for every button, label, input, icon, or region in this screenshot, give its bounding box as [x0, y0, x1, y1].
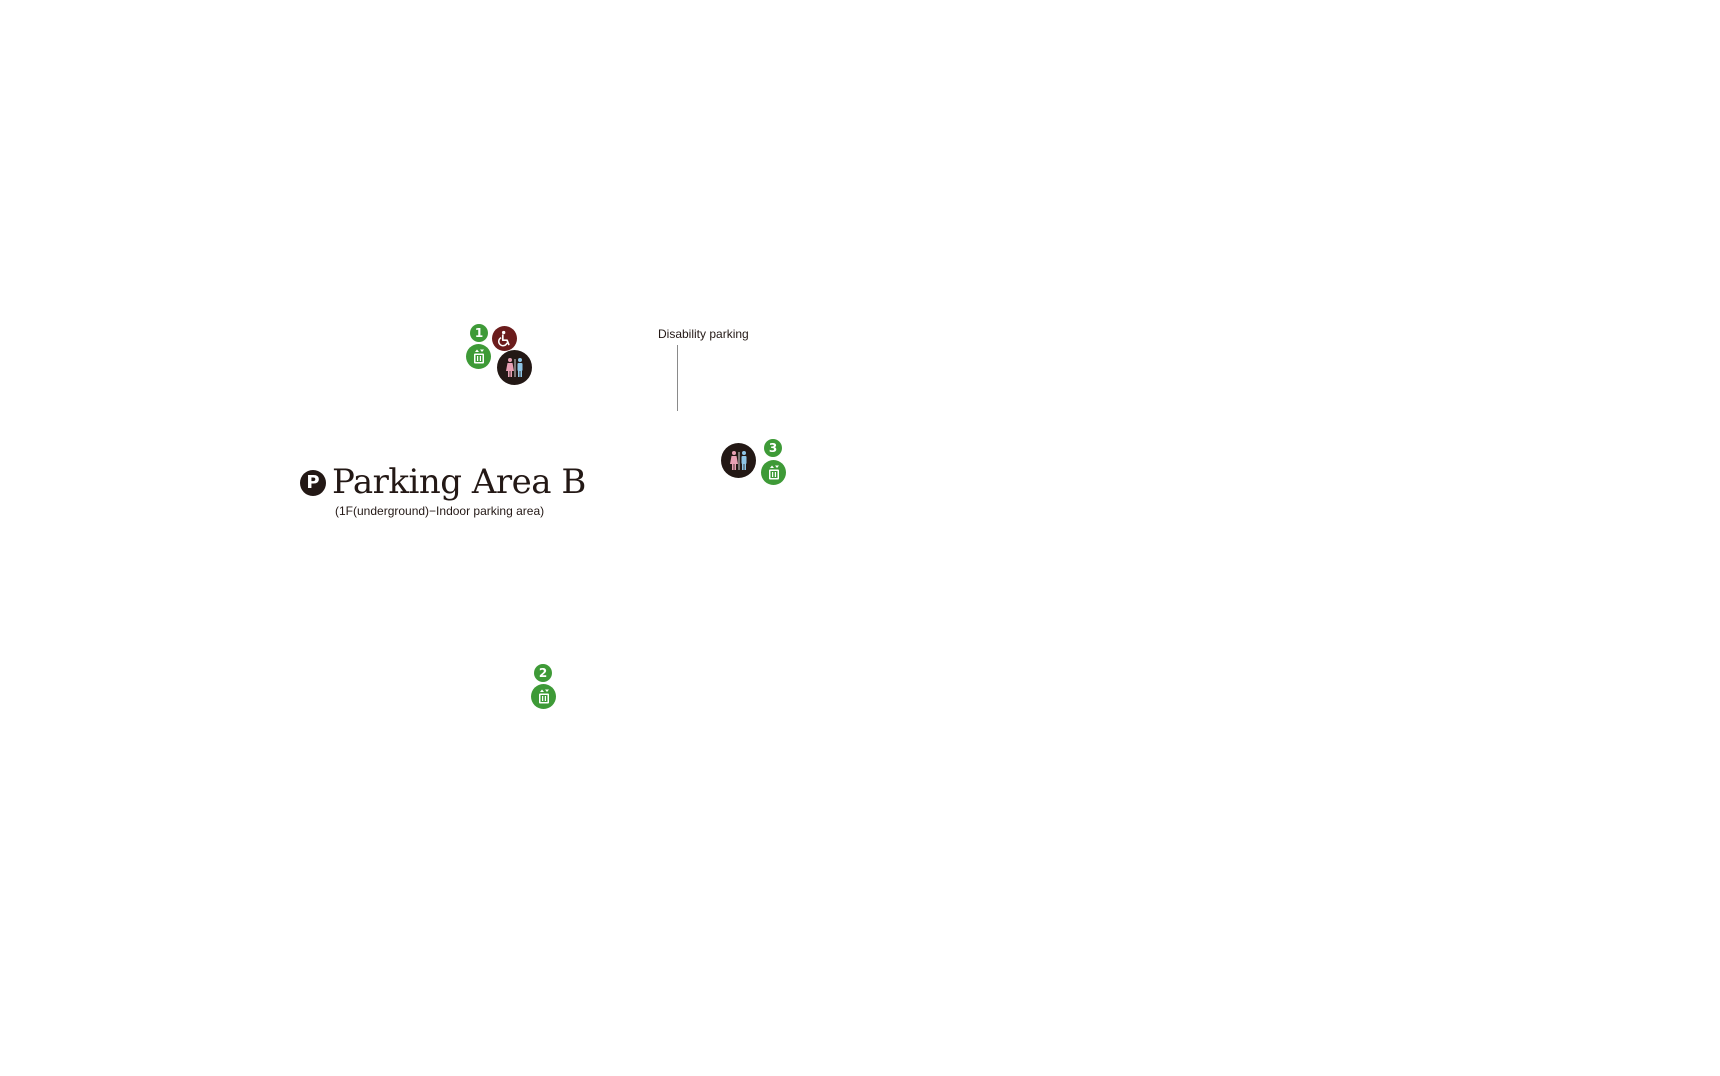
elevator-icon[interactable] — [531, 684, 556, 709]
parking-area-subtitle: (1F(underground)−Indoor parking area) — [335, 504, 545, 518]
restroom-icon[interactable] — [497, 350, 532, 385]
marker-number-3[interactable]: 3 — [764, 439, 782, 457]
marker-number-2[interactable]: 2 — [534, 664, 552, 682]
restroom-icon[interactable] — [721, 443, 756, 478]
marker-group-2: 2 — [530, 664, 558, 714]
elevator-icon[interactable] — [466, 344, 491, 369]
marker-group-3: 3 — [721, 439, 791, 487]
marker-number-1[interactable]: 1 — [470, 324, 488, 342]
elevator-icon[interactable] — [761, 460, 786, 485]
marker-group-1: 1 — [466, 322, 536, 388]
wheelchair-icon[interactable] — [492, 326, 517, 351]
parking-area-title: Parking Area B — [332, 462, 586, 502]
disability-parking-label: Disability parking — [658, 327, 749, 341]
parking-icon: P — [300, 470, 326, 496]
callout-leader-line — [677, 345, 678, 411]
